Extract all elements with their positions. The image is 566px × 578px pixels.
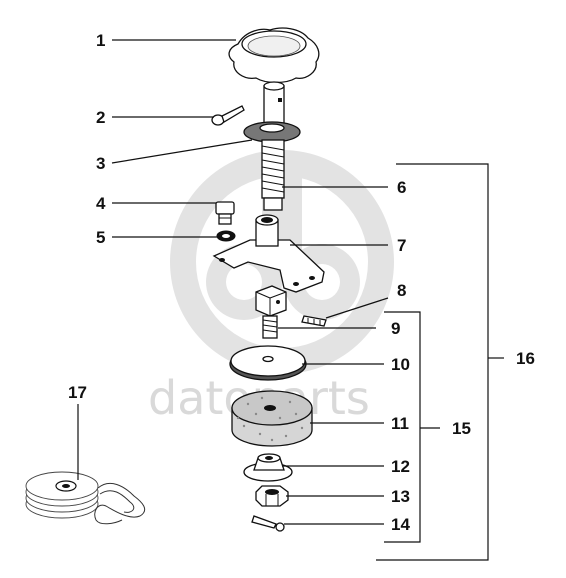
- cotter-pin-part: [251, 515, 285, 532]
- callout-labels: 1 2 3 4 5 6 7 8 9 10 11 12 13 14 15 16 1…: [68, 31, 535, 534]
- wire-brush-wheel-part: [25, 471, 146, 525]
- callout-3: 3: [96, 154, 105, 173]
- callout-12: 12: [391, 457, 410, 476]
- callout-16: 16: [516, 349, 535, 368]
- flat-disc-part: [229, 345, 307, 381]
- callout-13: 13: [391, 487, 410, 506]
- callout-8: 8: [397, 281, 406, 300]
- split-pin-part: [211, 105, 245, 126]
- castle-nut-part: [255, 485, 289, 507]
- callout-9: 9: [391, 319, 400, 338]
- callout-10: 10: [391, 355, 410, 374]
- key-clip-part: [301, 315, 327, 327]
- callout-6: 6: [397, 178, 406, 197]
- grinding-wheel-part: [231, 390, 313, 447]
- shaft-part: [243, 81, 301, 211]
- callout-14: 14: [391, 515, 410, 534]
- small-bolt-part: [215, 201, 235, 225]
- lock-washer-part: [216, 230, 236, 242]
- callout-7: 7: [397, 236, 406, 255]
- star-knob-part: [228, 27, 320, 84]
- cup-washer-part: [243, 453, 293, 482]
- callout-1: 1: [96, 31, 105, 50]
- callout-11: 11: [391, 414, 409, 433]
- square-head-pin-part: [255, 285, 287, 339]
- callout-15: 15: [452, 419, 471, 438]
- callout-2: 2: [96, 108, 105, 127]
- callout-17: 17: [68, 383, 87, 402]
- callout-4: 4: [96, 194, 106, 213]
- leader-lines: [77, 39, 504, 561]
- callout-5: 5: [96, 228, 105, 247]
- mounting-bracket-part: [212, 214, 325, 293]
